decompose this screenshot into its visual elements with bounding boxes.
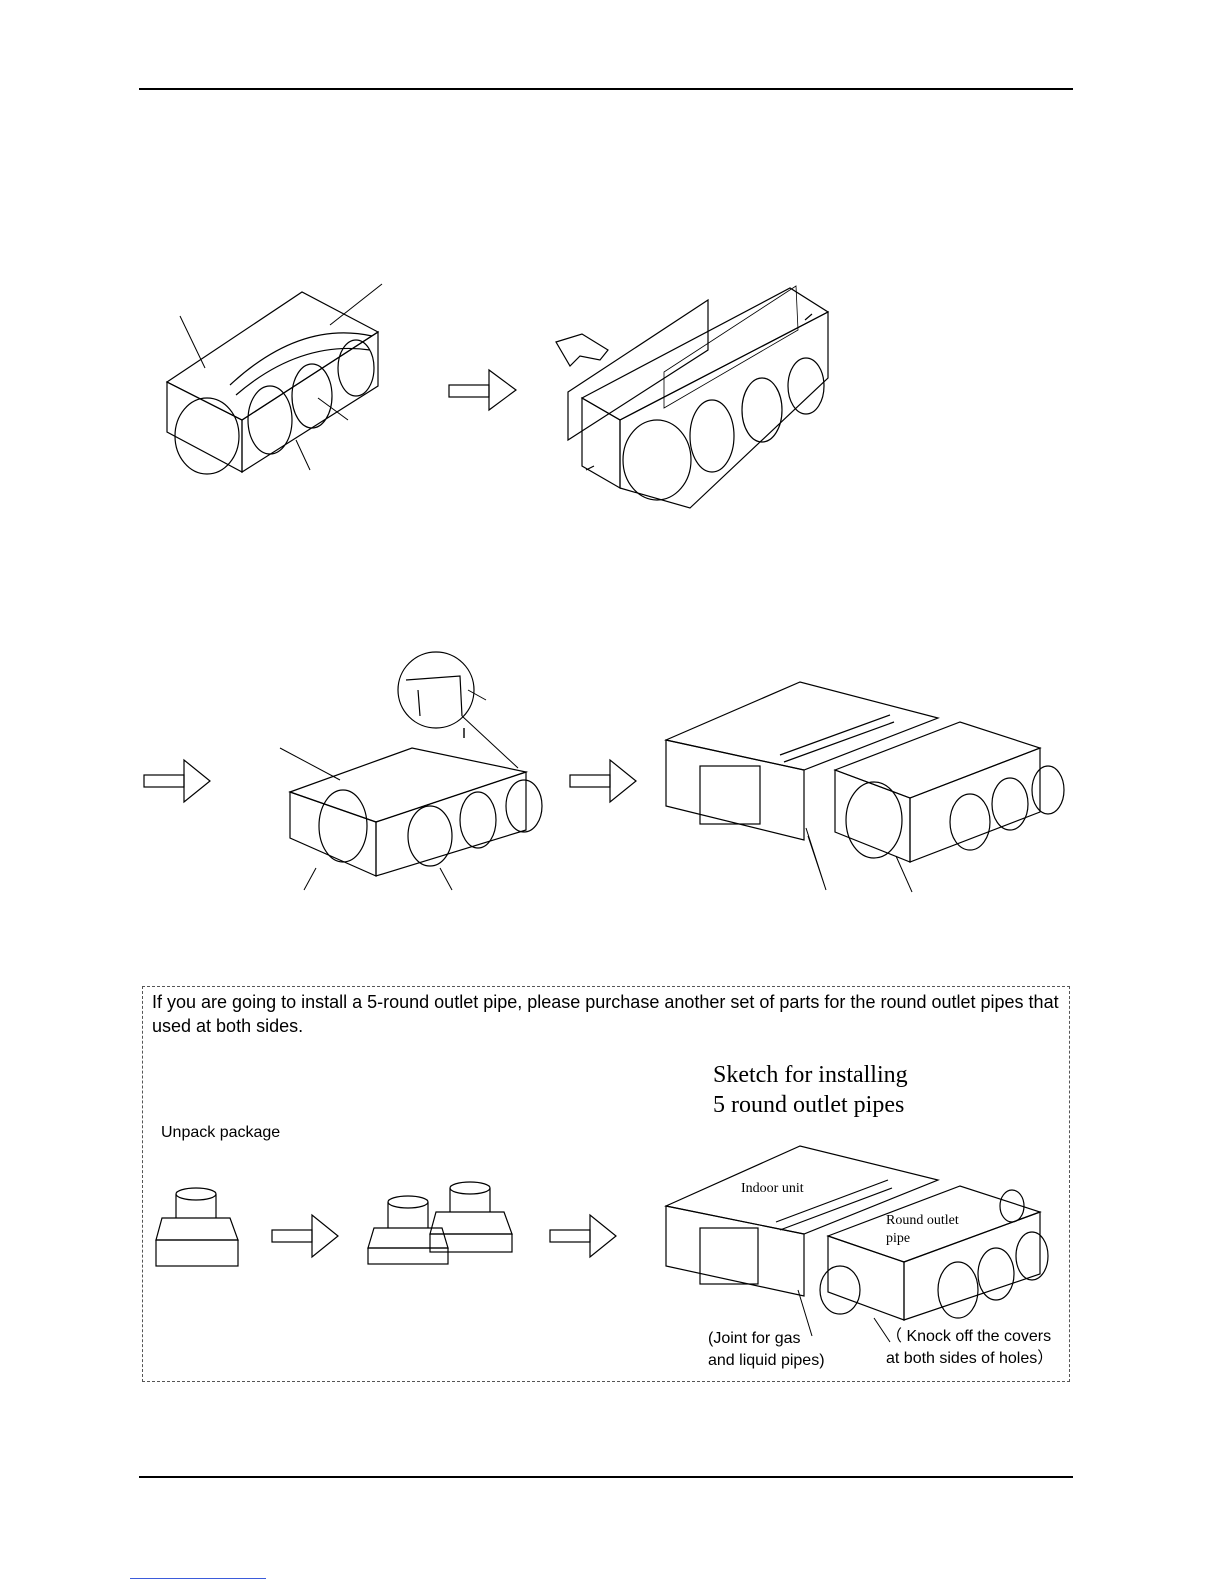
figure-packaged-outlet — [155, 1187, 239, 1267]
five-outlet-note-box — [142, 986, 1070, 1382]
arrow-step-4 — [271, 1213, 339, 1259]
figure-unit-with-outlet-assembly — [664, 681, 1065, 893]
round-outlet-line-2: pipe — [886, 1231, 911, 1246]
arrow-step-3 — [569, 758, 637, 804]
joint-line-2: and liquid pipes) — [708, 1352, 825, 1369]
figure-two-outlet-parts — [367, 1181, 513, 1265]
footer-rule — [139, 1476, 1073, 1478]
knock-off-line-1: （ Knock off the covers — [886, 1328, 1052, 1345]
header-rule — [139, 88, 1073, 90]
five-outlet-note: If you are going to install a 5-round ou… — [152, 992, 1059, 1036]
joint-line-1: (Joint for gas — [708, 1330, 801, 1347]
joint-label: (Joint for gas and liquid pipes) — [708, 1328, 825, 1372]
knock-off-line-2: at both sides of holes） — [886, 1350, 1054, 1367]
figure-removing-panel — [555, 285, 830, 509]
unpack-label: Unpack package — [161, 1124, 281, 1141]
footer-link-underline[interactable] — [130, 1578, 266, 1579]
arrow-step-5 — [549, 1213, 617, 1259]
arrow-step-1 — [448, 368, 518, 412]
round-outlet-label: Round outlet pipe — [886, 1212, 959, 1248]
figure-unit-with-filter — [165, 283, 383, 475]
sketch-title: Sketch for installing 5 round outlet pip… — [713, 1060, 908, 1120]
sketch-title-line-2: 5 round outlet pipes — [713, 1092, 905, 1118]
figure-three-outlet-unit — [279, 651, 543, 891]
round-outlet-line-1: Round outlet — [886, 1213, 959, 1228]
indoor-unit-label: Indoor unit — [741, 1181, 804, 1196]
arrow-step-2 — [143, 758, 211, 804]
sketch-title-line-1: Sketch for installing — [713, 1062, 908, 1088]
figure-five-outlet-sketch — [664, 1145, 1049, 1343]
knock-off-label: （ Knock off the covers at both sides of … — [886, 1326, 1053, 1370]
